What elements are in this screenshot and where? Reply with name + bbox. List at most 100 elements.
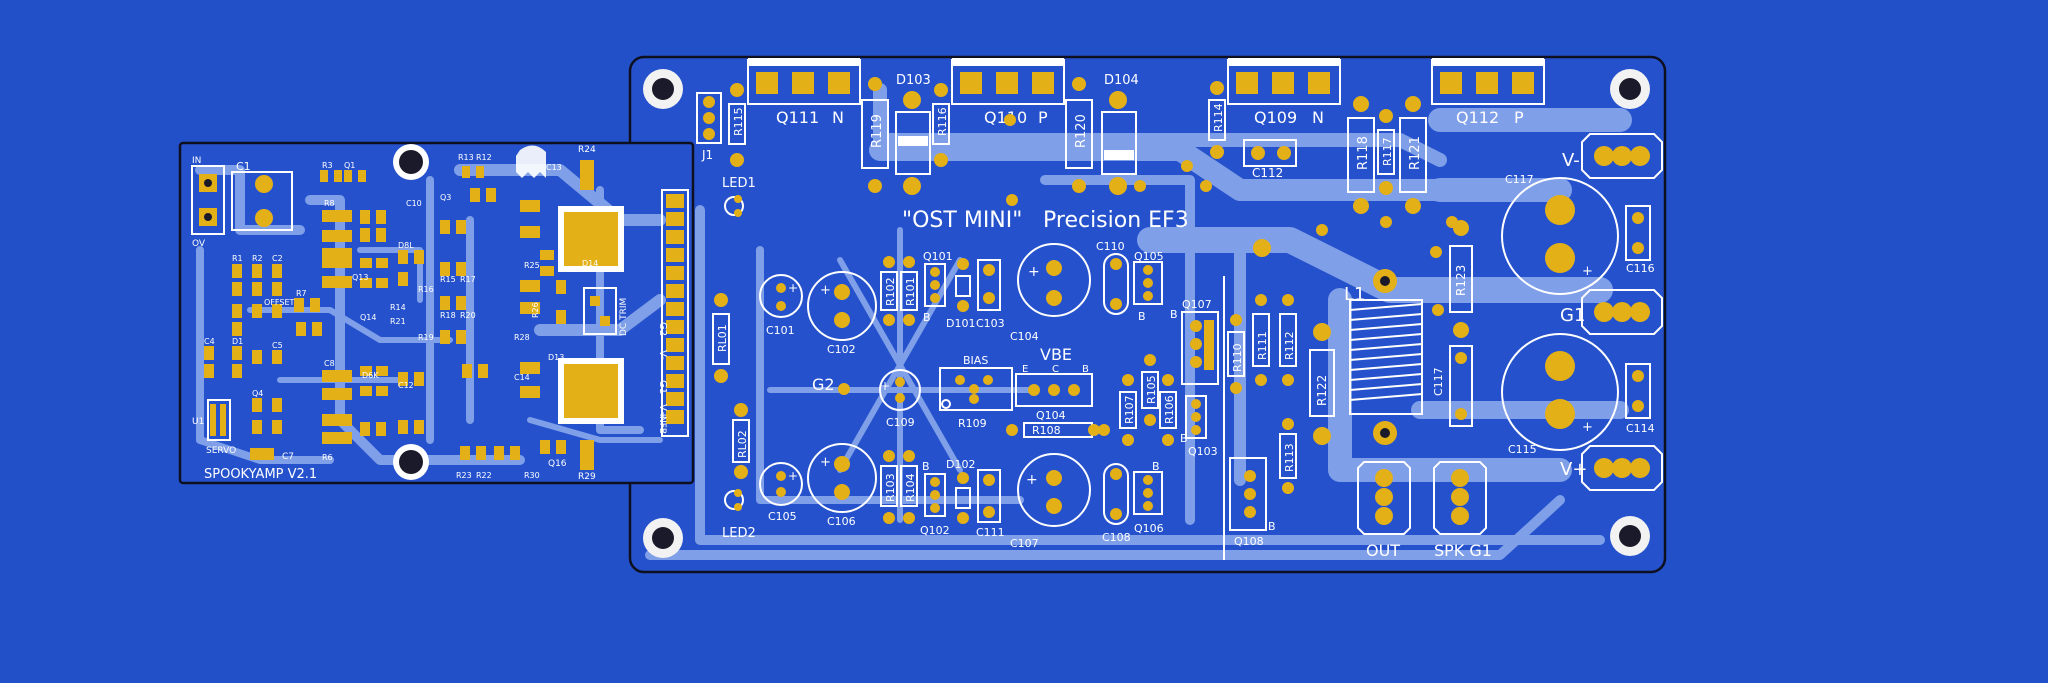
r112-label: R112 [1283, 331, 1296, 360]
ref-r13: R13 [458, 153, 474, 162]
ref-q11: Q13 [352, 273, 368, 282]
q104-e: E [1022, 364, 1028, 375]
c109-label: C109 [886, 416, 915, 429]
r109-label: R109 [958, 417, 987, 430]
c111-label: C108 [1102, 531, 1131, 544]
r103-label: R103 [884, 473, 897, 502]
header-g1: G1 [657, 380, 668, 394]
ref-r7: R7 [296, 289, 307, 298]
d103-label: D103 [896, 73, 931, 88]
vbe-multiplier: R107 R105 R106 B Q103 [1119, 354, 1218, 458]
c117-plus: + [1582, 264, 1593, 279]
r117-label: R117 [1381, 137, 1394, 166]
r105-label: R105 [1145, 375, 1158, 404]
c104-label: C104 [1010, 330, 1039, 343]
ref-q3: Q3 [440, 193, 451, 202]
q106-label: Q106 [1134, 522, 1164, 535]
ref-r12: R12 [476, 153, 492, 162]
d14-label: D14 [582, 259, 598, 268]
ref-r17: R17 [460, 275, 476, 284]
q107-label: Q107 [1182, 298, 1212, 311]
diff-pair-bottom: + C105 + C106 R103 R104 B Q102 D102 C111 [759, 443, 1005, 539]
ref-c4: C4 [204, 337, 215, 346]
r107-label: R107 [1123, 395, 1136, 424]
v-minus-label: V- [1562, 150, 1580, 171]
q109-type: N [1312, 108, 1324, 127]
nfb-label: NFB [657, 416, 667, 434]
sub-board-header: G2 V- G1 V+ NFB [657, 189, 689, 437]
q108-b: B [1268, 520, 1276, 533]
ov-label: OV [192, 239, 206, 249]
q102-label: Q102 [920, 524, 950, 537]
input-caps-top: + C101 + C102 [759, 271, 877, 356]
c107-outline [1017, 453, 1091, 527]
c105-label: C105 [768, 510, 797, 523]
dc-trim-label: DC TRIM [619, 298, 629, 336]
c117-label: C117 [1505, 173, 1534, 186]
r108-label: R108 [1032, 424, 1061, 437]
ref-r1: R1 [232, 254, 243, 263]
c108-label: C111 [976, 526, 1005, 539]
ref-q1: Q1 [344, 161, 355, 170]
c115-cap [1501, 333, 1619, 451]
g1-label: G1 [1560, 305, 1585, 326]
q109-label: Q109 [1254, 108, 1297, 127]
c115-plus: + [1582, 420, 1593, 435]
c117-cap [1501, 177, 1619, 295]
c115-label: C115 [1508, 443, 1537, 456]
vbe-label: VBE [1040, 345, 1072, 364]
q110-type: P [1038, 108, 1048, 127]
ref-r23: R23 [456, 471, 472, 480]
diff-pair-top: R102 R101 Q101 B D101 C103 [880, 250, 1005, 330]
r114-label: R114 [1212, 103, 1225, 132]
j1-label: J1 [701, 148, 713, 162]
vias [1004, 114, 1458, 436]
d101-label: D101 [946, 317, 975, 330]
c101-plus: + [788, 281, 798, 295]
ref-q4: Q4 [252, 389, 263, 398]
ref-r26: R26 [531, 302, 540, 318]
c103-label: C103 [976, 317, 1005, 330]
ref-r28: R28 [514, 333, 530, 342]
sub-board: IN OV C1 [178, 141, 695, 485]
ref-r16: R16 [418, 285, 434, 294]
ref-r14: R14 [390, 303, 406, 312]
c114-label: C114 [1626, 422, 1655, 435]
led2-label: LED2 [722, 526, 756, 541]
r102-label: R102 [884, 277, 897, 306]
q101-b: B [923, 311, 931, 324]
header-g2: G2 [657, 322, 668, 336]
rl01-label: RL01 [716, 324, 729, 352]
c102-plus: + [820, 283, 831, 298]
c107-label: C107 [1010, 537, 1039, 550]
c105-plus: + [788, 469, 798, 483]
r115-label: R115 [732, 107, 745, 136]
sub-board-refs: R3 Q1 R1 R2 C2 R7 D1 R8 C4 C5 R6 C8 Q4 R… [204, 153, 562, 480]
r111-label: R111 [1256, 331, 1269, 360]
q104-c: C [1052, 364, 1059, 375]
out-label: OUT [1366, 541, 1400, 560]
copper-pour [645, 83, 1632, 560]
ref-d1: D1 [232, 337, 243, 346]
q111-type: N [832, 108, 844, 127]
r116-label: R116 [936, 107, 949, 136]
header-v-minus: V- [657, 350, 668, 360]
u1-label: U1 [192, 417, 204, 427]
r118-label: R118 [1356, 136, 1371, 170]
c104-outline [1017, 243, 1091, 317]
c106-label: C106 [827, 515, 856, 528]
r119-label: R119 [870, 114, 885, 148]
q112-label: Q112 [1456, 108, 1499, 127]
c7-label: C7 [282, 452, 294, 462]
q108-label: Q108 [1234, 535, 1264, 548]
d102-label: D102 [946, 458, 975, 471]
ref-r19: R19 [418, 333, 434, 342]
d104-label: D104 [1104, 73, 1139, 88]
r29-label: R29 [578, 472, 596, 482]
ref-r21: R21 [390, 317, 406, 326]
c101-label: C101 [766, 324, 795, 337]
in-label: IN [192, 156, 201, 166]
ref-c12: C12 [398, 381, 414, 390]
c109-plus: + [880, 379, 890, 393]
q16-label: Q16 [548, 459, 567, 469]
